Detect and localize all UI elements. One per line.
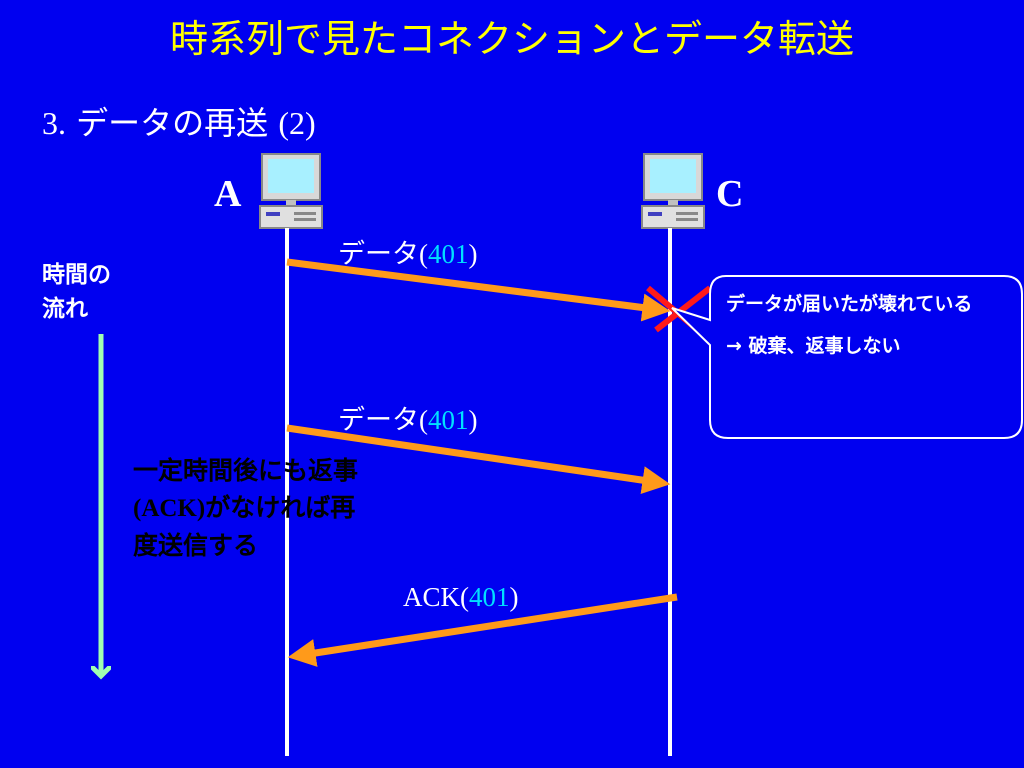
message-arrow-data-1 [286,258,671,322]
lifeline-a [285,228,289,756]
node-a-label: A [214,173,242,215]
callout-line-1: データが届いたが壊れている [726,293,973,315]
callout-line-2: → 破棄、返事しない [726,335,901,357]
subtitle-text: データの再送 [66,104,279,142]
message-label-data-1: データ(401) [338,239,478,270]
message-arrow-data-2 [286,424,671,495]
sequence-number: 401 [469,582,510,612]
slide-subtitle: 3. データの再送 (2) [42,98,316,144]
subtitle-paren: (2) [278,105,316,141]
message-label-ack: ACK(401) [403,582,519,612]
node-c-label: C [716,173,744,215]
retransmit-note: 一定時間後にも返事 (ACK)がなければ再 度送信する [133,456,359,560]
slide-title: 時系列で見たコネクションとデータ転送 [169,17,854,61]
computer-a-icon [259,153,323,229]
message-arrow-ack [287,593,678,667]
message-label-data-2: データ(401) [338,405,478,436]
computer-c-icon [641,153,705,229]
callout-text: データが届いたが壊れている → 破棄、返事しない [726,290,1011,360]
subtitle-number: 3. [42,105,66,141]
sequence-number: 401 [428,239,469,269]
callout-bubble [671,275,1023,439]
sequence-number: 401 [428,405,469,435]
time-axis-label: 時間の 流れ [42,262,111,322]
